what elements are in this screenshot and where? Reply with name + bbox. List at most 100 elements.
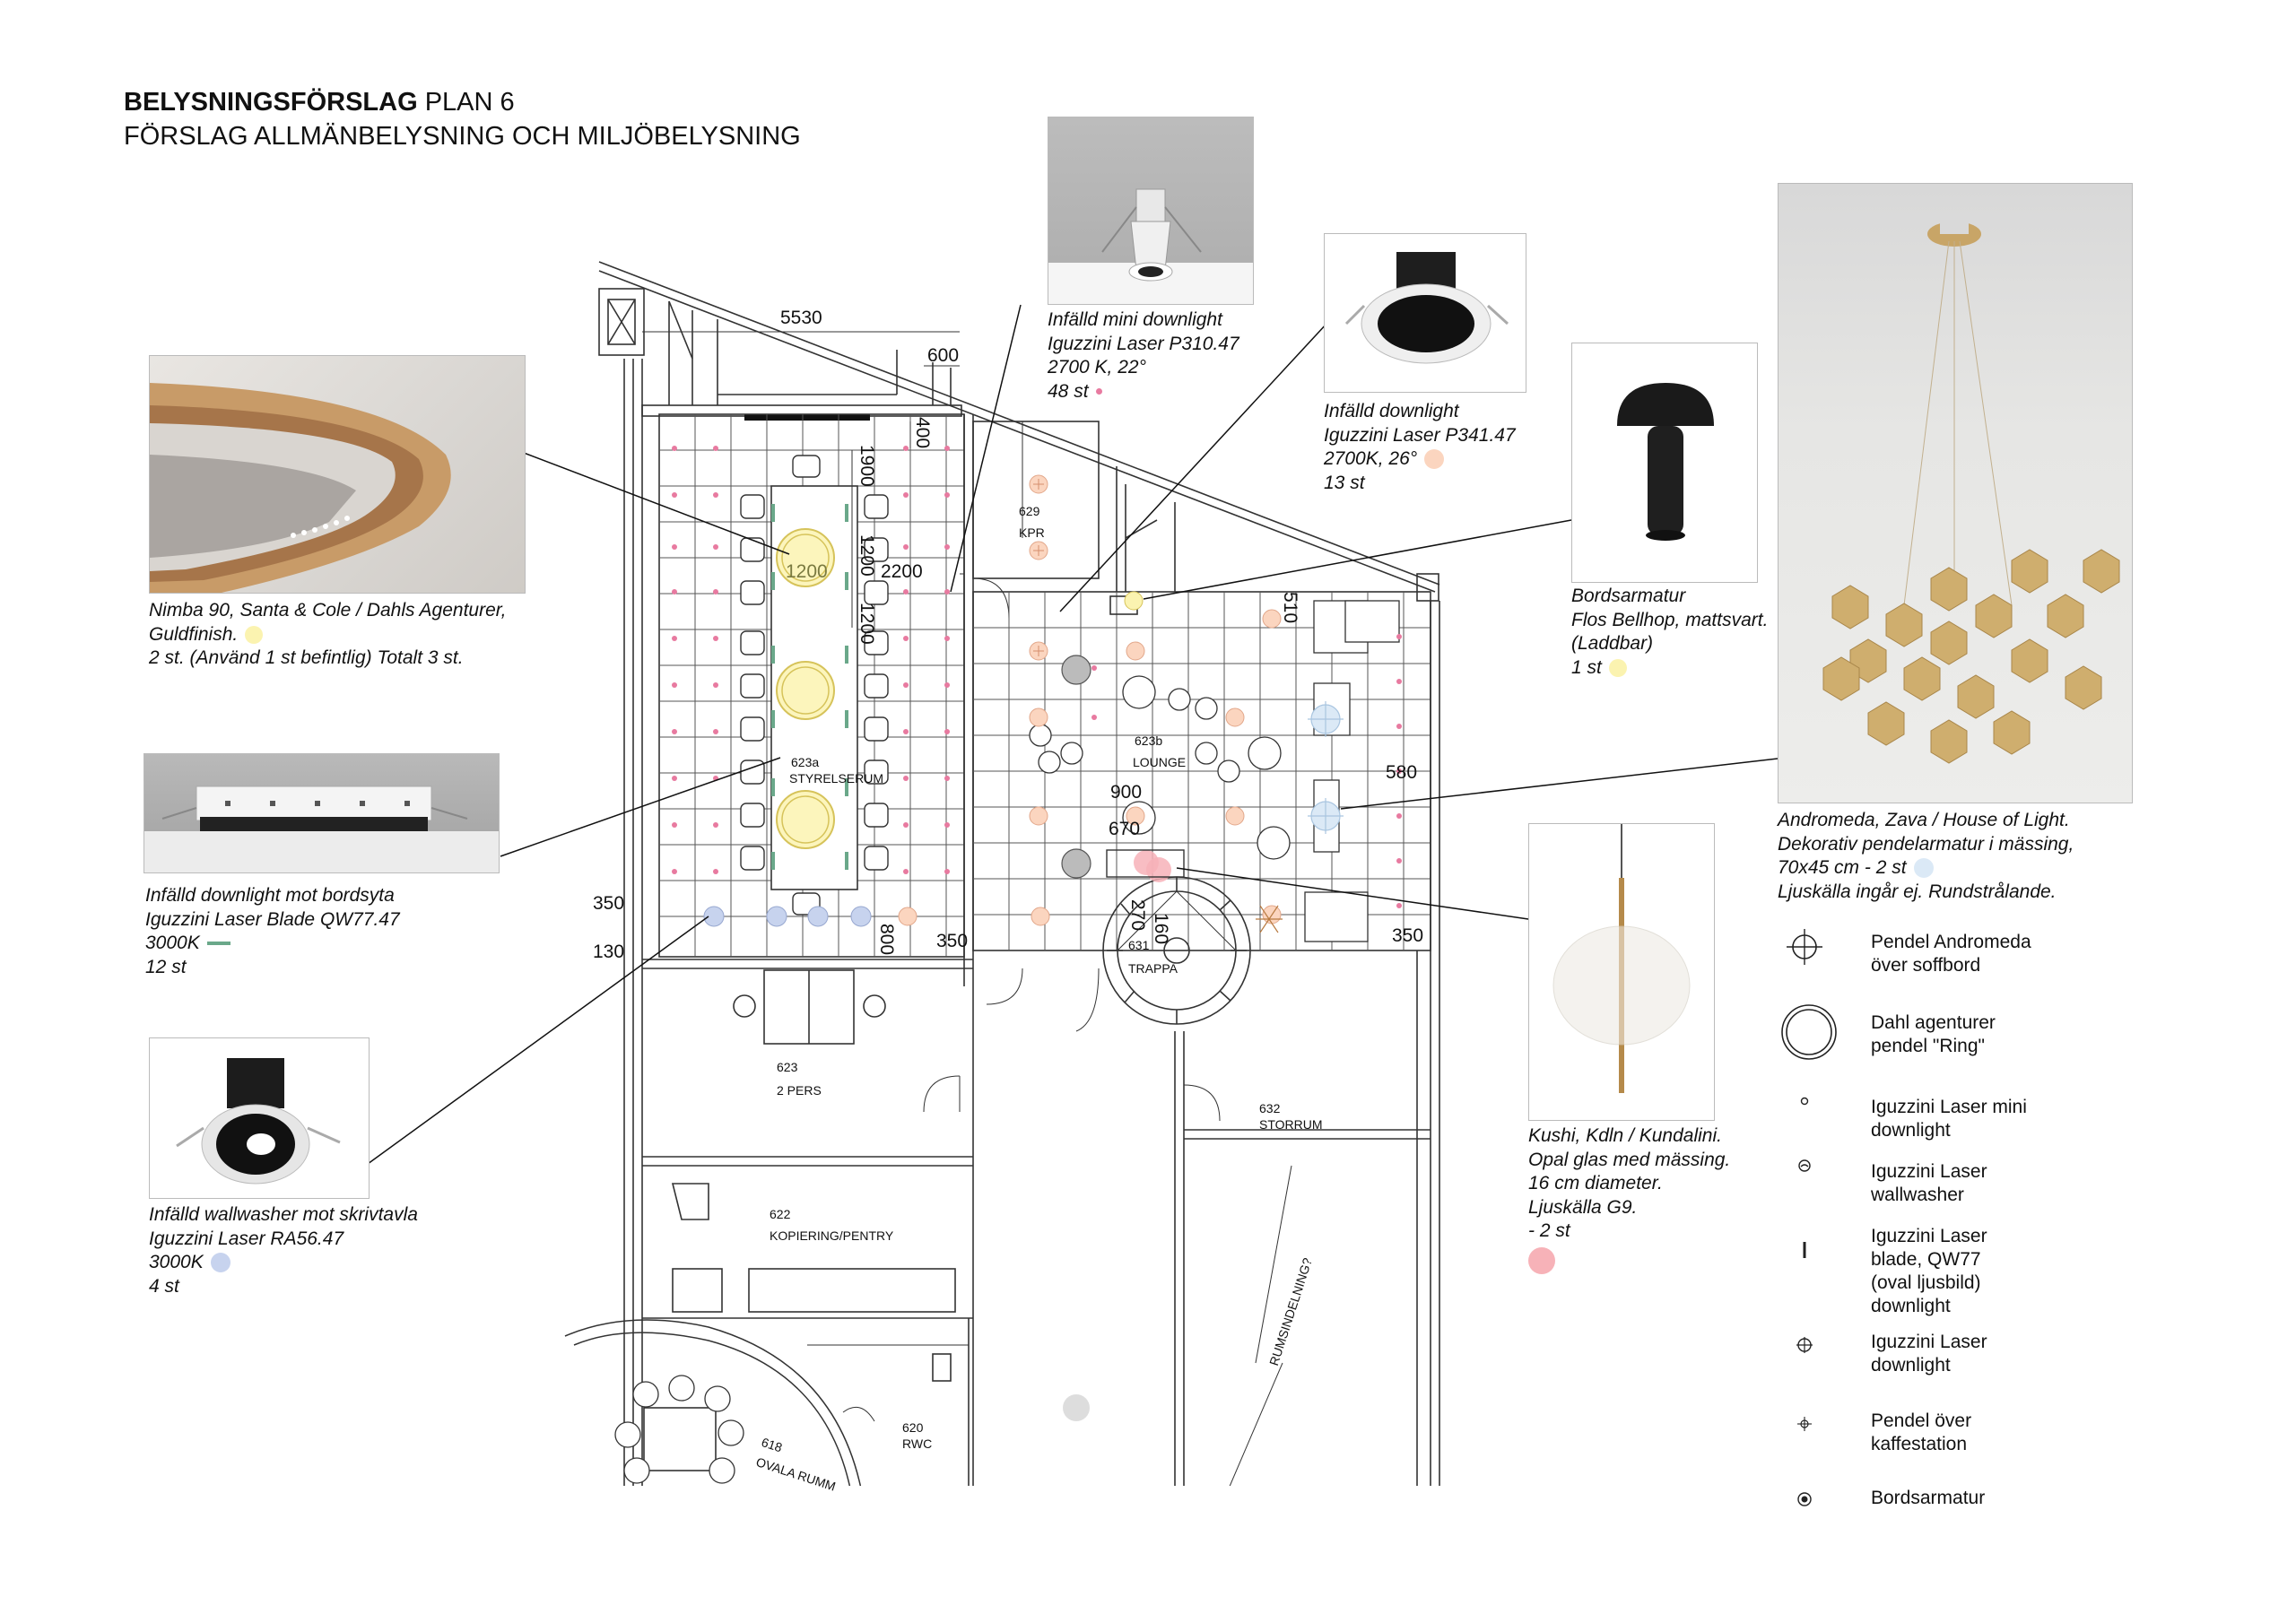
caption-wallwasher-line4: 4 st bbox=[149, 1275, 179, 1297]
dim-270: 270 bbox=[1127, 899, 1148, 932]
wallwasher-photo bbox=[149, 1037, 370, 1199]
caption-mini-line2: Iguzzini Laser P310.47 bbox=[1048, 333, 1239, 354]
ring-icon bbox=[1779, 1002, 1839, 1062]
caption-andromeda-line2: Dekorativ pendelarmatur i mässing, bbox=[1778, 833, 2074, 855]
legend-mini-line2: downlight bbox=[1871, 1120, 1951, 1141]
caption-andromeda-line3: 70x45 cm - 2 st bbox=[1778, 857, 1907, 878]
legend-dahl-line1: Dahl agenturer bbox=[1871, 1012, 1996, 1033]
crosshair-circle-icon bbox=[1785, 927, 1824, 967]
legend-item-bordsarmatur: Bordsarmatur bbox=[1871, 1487, 1985, 1510]
caption-andromeda-line3-row: 70x45 cm - 2 st bbox=[1778, 856, 2074, 881]
legend-downlight-line1: Iguzzini Laser bbox=[1871, 1332, 1987, 1352]
kushi-photo bbox=[1528, 823, 1715, 1121]
caption-nimba-line2: Guldfinish. bbox=[149, 623, 239, 645]
room-631-number: 631 bbox=[1128, 938, 1150, 952]
caption-mini-line4-row: 48 st bbox=[1048, 380, 1239, 404]
room-623-name: 2 PERS bbox=[777, 1083, 822, 1098]
mini-color-dot bbox=[1095, 388, 1102, 395]
caption-blade-line3-row: 3000K bbox=[145, 932, 400, 956]
kushi-color-dot bbox=[1528, 1246, 1555, 1274]
bellhop-color-dot bbox=[1608, 658, 1627, 677]
caption-nimba: Nimba 90, Santa & Cole / Dahls Agenturer… bbox=[149, 599, 506, 671]
legend-wallwasher-line2: wallwasher bbox=[1871, 1185, 1964, 1205]
page-title: BELYSNINGSFÖRSLAG PLAN 6 bbox=[124, 88, 515, 117]
room-623-number: 623 bbox=[777, 1060, 798, 1074]
caption-downlight-line3-row: 2700K, 26° bbox=[1324, 447, 1516, 472]
caption-mini-line1: Infälld mini downlight bbox=[1048, 309, 1222, 330]
dim-1200c: 1200 bbox=[857, 603, 877, 645]
caption-bellhop-line3: (Laddbar) bbox=[1571, 633, 1654, 654]
small-cross-icon bbox=[1794, 1413, 1815, 1435]
caption-wallwasher-line3-row: 3000K bbox=[149, 1251, 418, 1275]
caption-kushi-line4: Ljuskälla G9. bbox=[1528, 1196, 1638, 1218]
blade-color-bar bbox=[206, 942, 230, 946]
dim-1200a: 1200 bbox=[857, 534, 877, 577]
dim-5530: 5530 bbox=[780, 308, 822, 328]
caption-kushi: Kushi, Kdln / Kundalini. Opal glas med m… bbox=[1528, 1124, 1730, 1274]
caption-downlight-line4: 13 st bbox=[1324, 472, 1365, 493]
legend-bordsarmatur-line1: Bordsarmatur bbox=[1871, 1488, 1986, 1508]
caption-bellhop: Bordsarmatur Flos Bellhop, mattsvart. (L… bbox=[1571, 585, 1768, 680]
caption-nimba-line2-row: Guldfinish. bbox=[149, 623, 506, 647]
blade-photo bbox=[144, 753, 500, 873]
legend-blade-line2: blade, QW77 bbox=[1871, 1249, 1981, 1270]
caption-wallwasher-line1: Infälld wallwasher mot skrivtavla bbox=[149, 1204, 418, 1225]
caption-wallwasher-line3: 3000K bbox=[149, 1252, 204, 1272]
legend-item-dahl: Dahl agenturer pendel "Ring" bbox=[1871, 1011, 1996, 1058]
title-bold: BELYSNINGSFÖRSLAG bbox=[124, 88, 418, 117]
dim-350-right: 350 bbox=[1392, 925, 1424, 946]
title-rest: PLAN 6 bbox=[417, 88, 515, 117]
nimba-photo bbox=[149, 355, 526, 594]
caption-bellhop-line1: Bordsarmatur bbox=[1571, 586, 1686, 606]
caption-mini: Infälld mini downlight Iguzzini Laser P3… bbox=[1048, 308, 1239, 404]
dim-1200b: 1200 bbox=[786, 561, 828, 582]
legend-kaffe-line1: Pendel över bbox=[1871, 1410, 1972, 1431]
downlight-color-dot bbox=[1424, 449, 1445, 470]
caption-blade-line1: Infälld downlight mot bordsyta bbox=[145, 885, 395, 906]
caption-mini-line3: 2700 K, 22° bbox=[1048, 357, 1146, 378]
room-629-number: 629 bbox=[1019, 504, 1040, 518]
dim-160: 160 bbox=[1151, 913, 1171, 945]
dim-670: 670 bbox=[1109, 819, 1141, 839]
target-icon bbox=[1794, 1488, 1815, 1510]
caption-downlight-line3: 2700K, 26° bbox=[1324, 448, 1418, 469]
page-subtitle: FÖRSLAG ALLMÄNBELYSNING OCH MILJÖBELYSNI… bbox=[124, 122, 801, 151]
room-620-name: RWC bbox=[902, 1436, 933, 1451]
legend-blade-line3: (oval ljusbild) bbox=[1871, 1272, 1981, 1293]
room-632-number: 632 bbox=[1259, 1101, 1281, 1115]
andromeda-color-dot bbox=[1913, 858, 1934, 879]
room-622-name: KOPIERING/PENTRY bbox=[770, 1228, 894, 1243]
caption-downlight-line2: Iguzzini Laser P341.47 bbox=[1324, 424, 1516, 446]
dim-510: 510 bbox=[1280, 592, 1300, 624]
room-629-name: KPR bbox=[1019, 525, 1045, 540]
caption-andromeda-line4: Ljuskälla ingår ej. Rundstrålande. bbox=[1778, 881, 2057, 902]
room-623b-number: 623b bbox=[1135, 733, 1163, 748]
caption-kushi-line3: 16 cm diameter. bbox=[1528, 1173, 1663, 1193]
legend-dahl-line2: pendel "Ring" bbox=[1871, 1036, 1985, 1056]
caption-downlight-line1: Infälld downlight bbox=[1324, 401, 1459, 421]
dim-2200: 2200 bbox=[881, 561, 923, 582]
crossed-circle-icon bbox=[1792, 1332, 1817, 1358]
caption-blade-line4: 12 st bbox=[145, 956, 187, 977]
caption-andromeda: Andromeda, Zava / House of Light. Dekora… bbox=[1778, 809, 2074, 904]
dim-130: 130 bbox=[593, 942, 625, 962]
dim-350-left: 350 bbox=[593, 893, 625, 914]
caption-bellhop-line4: 1 st bbox=[1571, 656, 1602, 678]
room-632-name: STORRUM bbox=[1259, 1117, 1323, 1132]
caption-kushi-line5: - 2 st bbox=[1528, 1220, 1570, 1241]
wallwasher-color-dot bbox=[210, 1253, 230, 1273]
downlight-photo bbox=[1324, 233, 1526, 393]
caption-blade: Infälld downlight mot bordsyta Iguzzini … bbox=[145, 884, 400, 979]
caption-downlight: Infälld downlight Iguzzini Laser P341.47… bbox=[1324, 400, 1516, 495]
dim-900: 900 bbox=[1110, 782, 1143, 803]
caption-bellhop-line2: Flos Bellhop, mattsvart. bbox=[1571, 609, 1769, 630]
caption-wallwasher: Infälld wallwasher mot skrivtavla Iguzzi… bbox=[149, 1203, 418, 1298]
caption-nimba-line1: Nimba 90, Santa & Cole / Dahls Agenturer… bbox=[149, 600, 507, 621]
dim-350-mid: 350 bbox=[936, 931, 969, 951]
